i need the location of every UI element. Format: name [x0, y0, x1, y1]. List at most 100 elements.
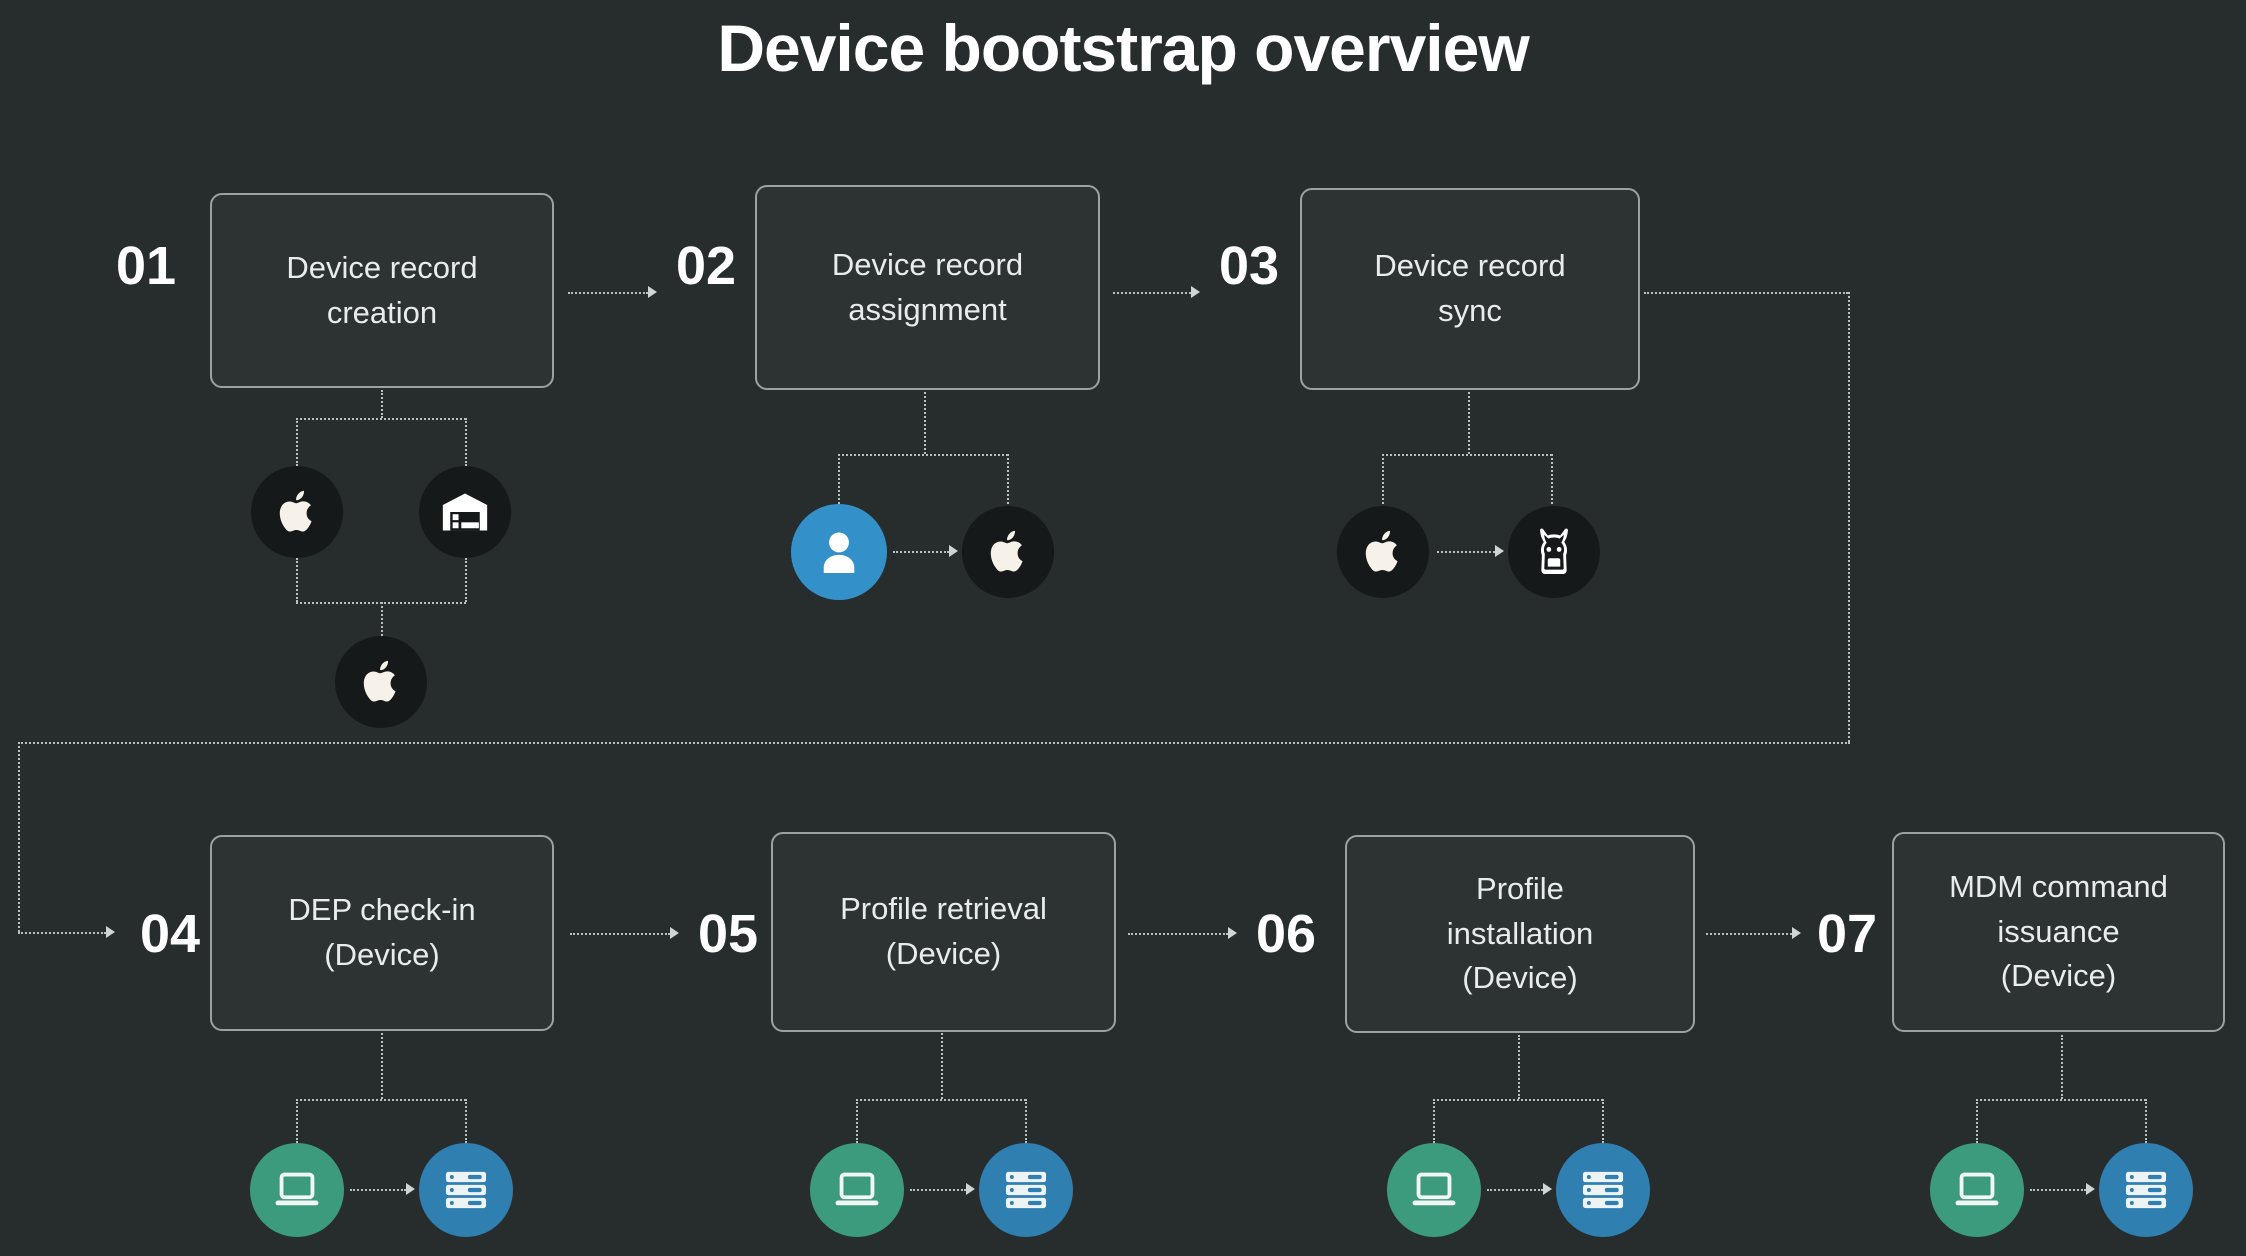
icon-warehouse-01: [419, 466, 511, 558]
arrow-01-02: [648, 286, 657, 298]
tree-01-stem: [381, 390, 383, 418]
icon-apple-01a: [251, 466, 343, 558]
arrow-04-05: [670, 927, 679, 939]
tree-02-bar: [838, 454, 1008, 456]
step-box-06[interactable]: Profile installation (Device): [1345, 835, 1695, 1033]
tree-06-left-drop: [1433, 1099, 1435, 1143]
connector-06-icons: [1487, 1189, 1543, 1191]
connector-05-icons: [910, 1189, 966, 1191]
step-box-01-label: Device record creation: [286, 249, 478, 330]
step-box-03[interactable]: Device record sync: [1300, 188, 1640, 390]
icon-apple-01b: [335, 636, 427, 728]
step-box-03-label: Device record sync: [1374, 248, 1566, 328]
arrow-02-03: [1191, 286, 1200, 298]
icon-laptop-06: [1387, 1143, 1481, 1237]
tree-03-left-drop: [1382, 454, 1384, 504]
step-number-07: 07: [1816, 904, 1878, 964]
step-box-07-label: MDM command issuance (Device): [1949, 868, 2168, 994]
tree-01-left-rise: [296, 558, 298, 602]
rowlink-right-down: [1848, 292, 1850, 742]
tree-07-stem: [2061, 1035, 2063, 1099]
tree-01-right-rise: [465, 558, 467, 602]
icon-laptop-04: [250, 1143, 344, 1237]
arrow-02-icons: [949, 545, 958, 557]
tree-03-bar: [1382, 454, 1552, 456]
tree-05-right-drop: [1025, 1099, 1027, 1143]
server-icon: [1582, 1171, 1624, 1209]
tree-06-right-drop: [1602, 1099, 1604, 1143]
connector-02-03: [1113, 292, 1191, 294]
tree-05-left-drop: [856, 1099, 858, 1143]
icon-user-02: [791, 504, 887, 600]
tree-05-bar: [856, 1099, 1026, 1101]
apple-icon: [363, 660, 396, 702]
rowlink-into-04: [18, 932, 106, 934]
icon-laptop-07: [1930, 1143, 2024, 1237]
laptop-icon: [275, 1172, 319, 1206]
icon-server-05: [979, 1143, 1073, 1237]
tree-06-bar: [1433, 1099, 1603, 1101]
apple-icon: [1365, 530, 1398, 572]
connector-02-icons: [893, 551, 949, 553]
jamf-dog-icon: [1540, 528, 1568, 574]
arrow-04-icons: [406, 1183, 415, 1195]
icon-server-04: [419, 1143, 513, 1237]
server-icon: [1005, 1171, 1047, 1209]
tree-01-bottom-stem: [381, 602, 383, 636]
user-icon: [823, 532, 855, 573]
server-icon: [445, 1171, 487, 1209]
tree-07-bar: [1976, 1099, 2146, 1101]
tree-05-stem: [941, 1033, 943, 1099]
tree-04-right-drop: [465, 1099, 467, 1143]
step-box-07[interactable]: MDM command issuance (Device): [1892, 832, 2225, 1032]
icon-jamf-dog-03: [1508, 506, 1600, 598]
arrow-06-07: [1792, 927, 1801, 939]
arrow-into-04: [106, 926, 115, 938]
server-icon: [2125, 1171, 2167, 1209]
apple-icon: [990, 530, 1023, 572]
icon-laptop-05: [810, 1143, 904, 1237]
rowlink-left-down: [18, 742, 20, 932]
step-box-06-label: Profile installation (Device): [1446, 870, 1594, 996]
arrow-07-icons: [2086, 1183, 2095, 1195]
step-box-05[interactable]: Profile retrieval (Device): [771, 832, 1116, 1032]
tree-07-right-drop: [2145, 1099, 2147, 1143]
laptop-icon: [835, 1172, 879, 1206]
tree-06-stem: [1518, 1035, 1520, 1099]
arrow-05-icons: [966, 1183, 975, 1195]
tree-04-bar: [296, 1099, 466, 1101]
connector-04-icons: [350, 1189, 406, 1191]
icon-apple-03: [1337, 506, 1429, 598]
tree-02-left-drop: [838, 454, 840, 504]
step-box-02-label: Device record assignment: [831, 246, 1024, 327]
warehouse-icon: [442, 493, 488, 531]
step-box-05-label: Profile retrieval (Device): [840, 891, 1047, 971]
icon-server-06: [1556, 1143, 1650, 1237]
tree-02-stem: [924, 392, 926, 454]
tree-01-right-drop: [465, 418, 467, 466]
page-title: Device bootstrap overview: [717, 11, 1529, 85]
tree-02-right-drop: [1007, 454, 1009, 504]
step-number-05: 05: [697, 904, 759, 964]
step-box-02[interactable]: Device record assignment: [755, 185, 1100, 390]
arrow-06-icons: [1543, 1183, 1552, 1195]
tree-04-stem: [381, 1033, 383, 1099]
tree-04-left-drop: [296, 1099, 298, 1143]
tree-01-left-drop: [296, 418, 298, 466]
step-box-01[interactable]: Device record creation: [210, 193, 554, 388]
connector-06-07: [1706, 933, 1792, 935]
connector-04-05: [570, 933, 670, 935]
connector-03-icons: [1437, 551, 1495, 553]
apple-icon: [279, 490, 312, 532]
connector-01-02: [568, 292, 648, 294]
laptop-icon: [1412, 1172, 1456, 1206]
tree-07-left-drop: [1976, 1099, 1978, 1143]
tree-03-right-drop: [1551, 454, 1553, 504]
tree-03-stem: [1468, 392, 1470, 454]
arrow-03-icons: [1495, 545, 1504, 557]
step-box-04[interactable]: DEP check-in (Device): [210, 835, 554, 1031]
connector-07-icons: [2030, 1189, 2086, 1191]
icon-apple-02: [962, 506, 1054, 598]
step-number-01: 01: [115, 236, 177, 296]
